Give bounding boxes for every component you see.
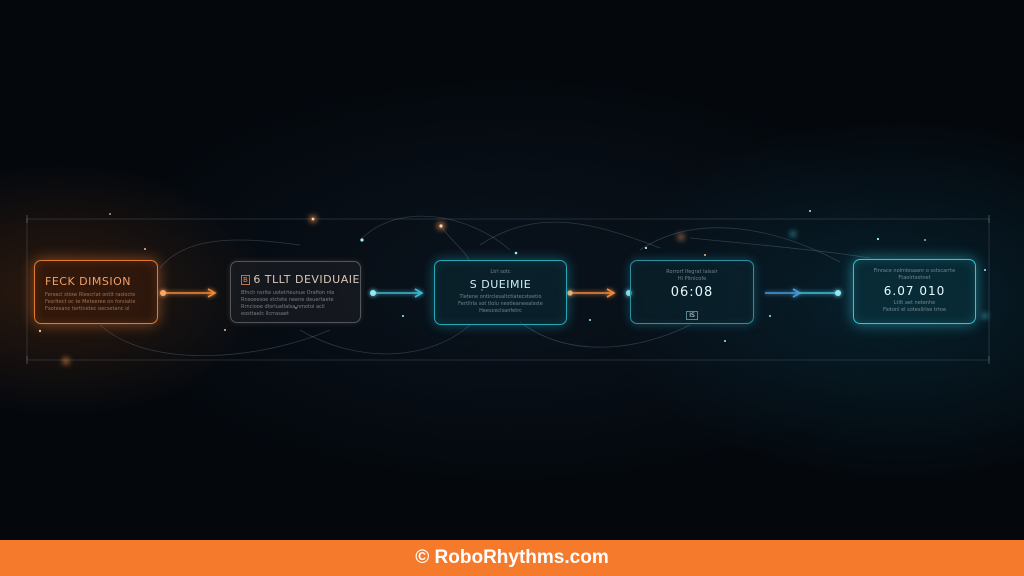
card-2-line: Bfnch nsrite uotelrteunue Orafion nle <box>241 290 335 296</box>
card-5-line: Ftaoirtsotnet <box>898 275 931 281</box>
card-4-line: Rorrorf Ifegrat Iaissir <box>666 269 718 275</box>
curve-6 <box>99 324 331 357</box>
card-1-line: Fersecl stiow Rlescrlat ontlt raslocte <box>45 292 136 298</box>
curve-4 <box>639 227 841 263</box>
curve-7 <box>299 324 471 355</box>
card-3-title: S DUEIMIE <box>469 278 532 291</box>
connector-layer <box>26 210 990 364</box>
curve-3 <box>479 221 661 249</box>
card-5-line: Finrace nolmlesaanr o sstscarrte <box>873 268 956 274</box>
curve-5 <box>689 237 871 259</box>
arrow-2 <box>370 288 424 298</box>
card-4-badge: IS <box>686 311 698 320</box>
card-4-line: Hi Pltnlcofe <box>677 276 707 282</box>
card-2-line: Rrnciooe dlorluatlalsa nmotoi acil <box>241 304 325 310</box>
card-1-line: Fxotesanc tertlnetec oecsetanc ol <box>45 306 130 312</box>
card-5-value: 6.07 010 <box>883 284 946 298</box>
pipeline-frame <box>26 218 990 361</box>
arrow-4 <box>765 288 841 298</box>
card-3-line: Fertllrla sot tlolu nestleaneealsste <box>458 301 543 307</box>
card-1-line: Fesrltect oc te Meteeree on forsiatle <box>45 299 136 305</box>
arrow-3 <box>567 288 632 298</box>
card-4-value: 06:08 <box>670 285 714 300</box>
curve-9 <box>439 224 471 263</box>
arrow-1 <box>160 288 217 298</box>
curve-2 <box>359 215 511 251</box>
curve-1 <box>159 239 301 269</box>
card-2-badge: B <box>241 275 251 285</box>
footer-banner: © RoboRhythms.com <box>0 540 1024 576</box>
card-3-line: Heesceclsanfetrc <box>479 308 522 314</box>
process-card-4[interactable]: Rorrorf Ifegrat Iaissir Hi Pltnlcofe 06:… <box>630 260 754 324</box>
diagram-canvas: FECK DIMSION Fersecl stiow Rlescrlat ont… <box>0 0 1024 540</box>
card-2-line: Rnsoeesoe stctete neene deuertaete <box>241 297 334 303</box>
card-5-line: Fiotonl el sotesllrlse trtoe <box>882 307 947 313</box>
curve-8 <box>519 321 691 348</box>
card-2-line: eosttaelc Ilcrrasaet <box>241 311 289 317</box>
card-5-line: Ltilt aet netenhe <box>893 300 936 306</box>
card-2-title-text: 6 TLLT DEVIDUAIE <box>253 273 360 286</box>
footer-credit: © RoboRhythms.com <box>415 547 609 568</box>
process-card-3[interactable]: Ltrl sotc S DUEIMIE Tietene ontirclesalt… <box>434 260 567 325</box>
card-3-line: Ltrl sotc <box>490 269 511 275</box>
card-3-line: Tietene ontirclesaltctiatecsteetio <box>459 294 542 300</box>
process-card-1[interactable]: FECK DIMSION Fersecl stiow Rlescrlat ont… <box>34 260 158 324</box>
process-card-5[interactable]: Finrace nolmlesaanr o sstscarrte Ftaoirt… <box>853 259 976 324</box>
card-1-title: FECK DIMSION <box>45 275 131 288</box>
